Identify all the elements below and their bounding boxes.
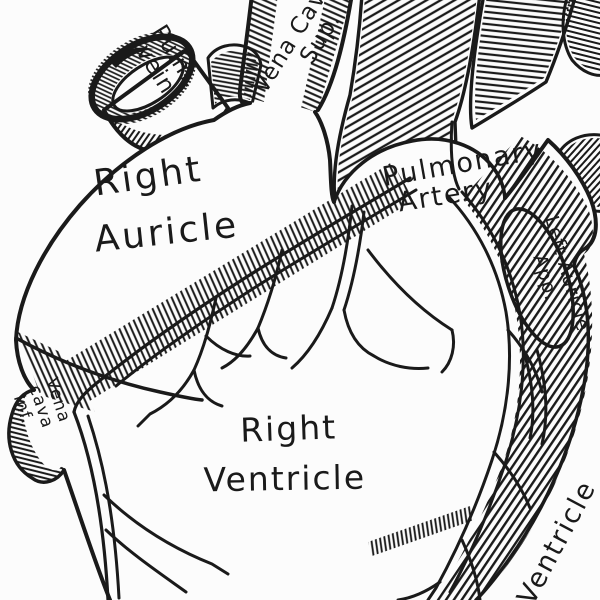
label-right-ventricle-line2: Ventricle [203,458,366,500]
diagram-root: Right Auricle Pulmonary Artery Right Ven… [7,0,600,600]
label-right-ventricle-line1: Right [239,407,337,449]
heart-body [8,102,596,600]
right-pulmonary-artery-stub [468,0,577,130]
coronary-arteries [72,176,456,600]
left-ventricle-label-patch [519,462,600,600]
pulmonary-artery-bulge [332,120,507,204]
vein-opening-shadow [110,47,154,68]
interventricular-groove-hatching [368,506,474,556]
left-auricle-appendage [499,207,575,446]
inferior-vena-cava-bulge [7,388,66,484]
corner-vessel-stub [561,0,600,77]
anterior-descending-artery [396,190,544,600]
heart-outline [14,101,598,600]
